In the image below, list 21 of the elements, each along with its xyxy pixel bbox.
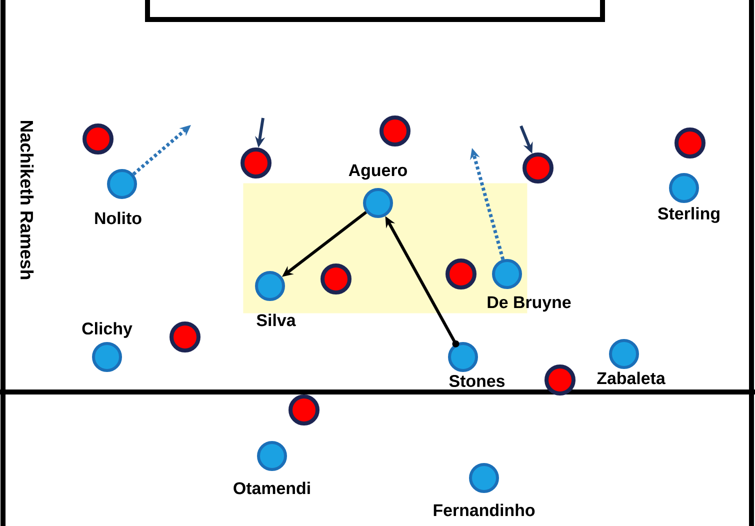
player-marker xyxy=(674,128,706,158)
player-marker xyxy=(446,258,476,290)
player-marker xyxy=(240,148,272,178)
player-marker xyxy=(288,394,320,426)
player-marker xyxy=(82,124,114,154)
player-name: Silva xyxy=(256,314,296,326)
player-marker xyxy=(380,116,410,146)
player-marker xyxy=(170,322,200,352)
player-name: Sterling xyxy=(658,207,720,223)
player-name: Zabaleta xyxy=(597,372,666,384)
player-marker xyxy=(522,152,554,184)
player-name: Clichy xyxy=(82,322,132,338)
player-name: De Bruyne xyxy=(488,296,571,312)
player-marker xyxy=(544,364,576,396)
player-marker xyxy=(320,264,352,294)
player-name: Otamendi xyxy=(234,482,310,494)
author-name: Nachiketh Ramesh xyxy=(20,120,34,280)
player-name: Stones xyxy=(449,375,505,387)
player-name: Nolito xyxy=(95,212,142,224)
player-name: Aguero xyxy=(348,164,407,180)
player-name: Fernandinho xyxy=(434,504,535,516)
